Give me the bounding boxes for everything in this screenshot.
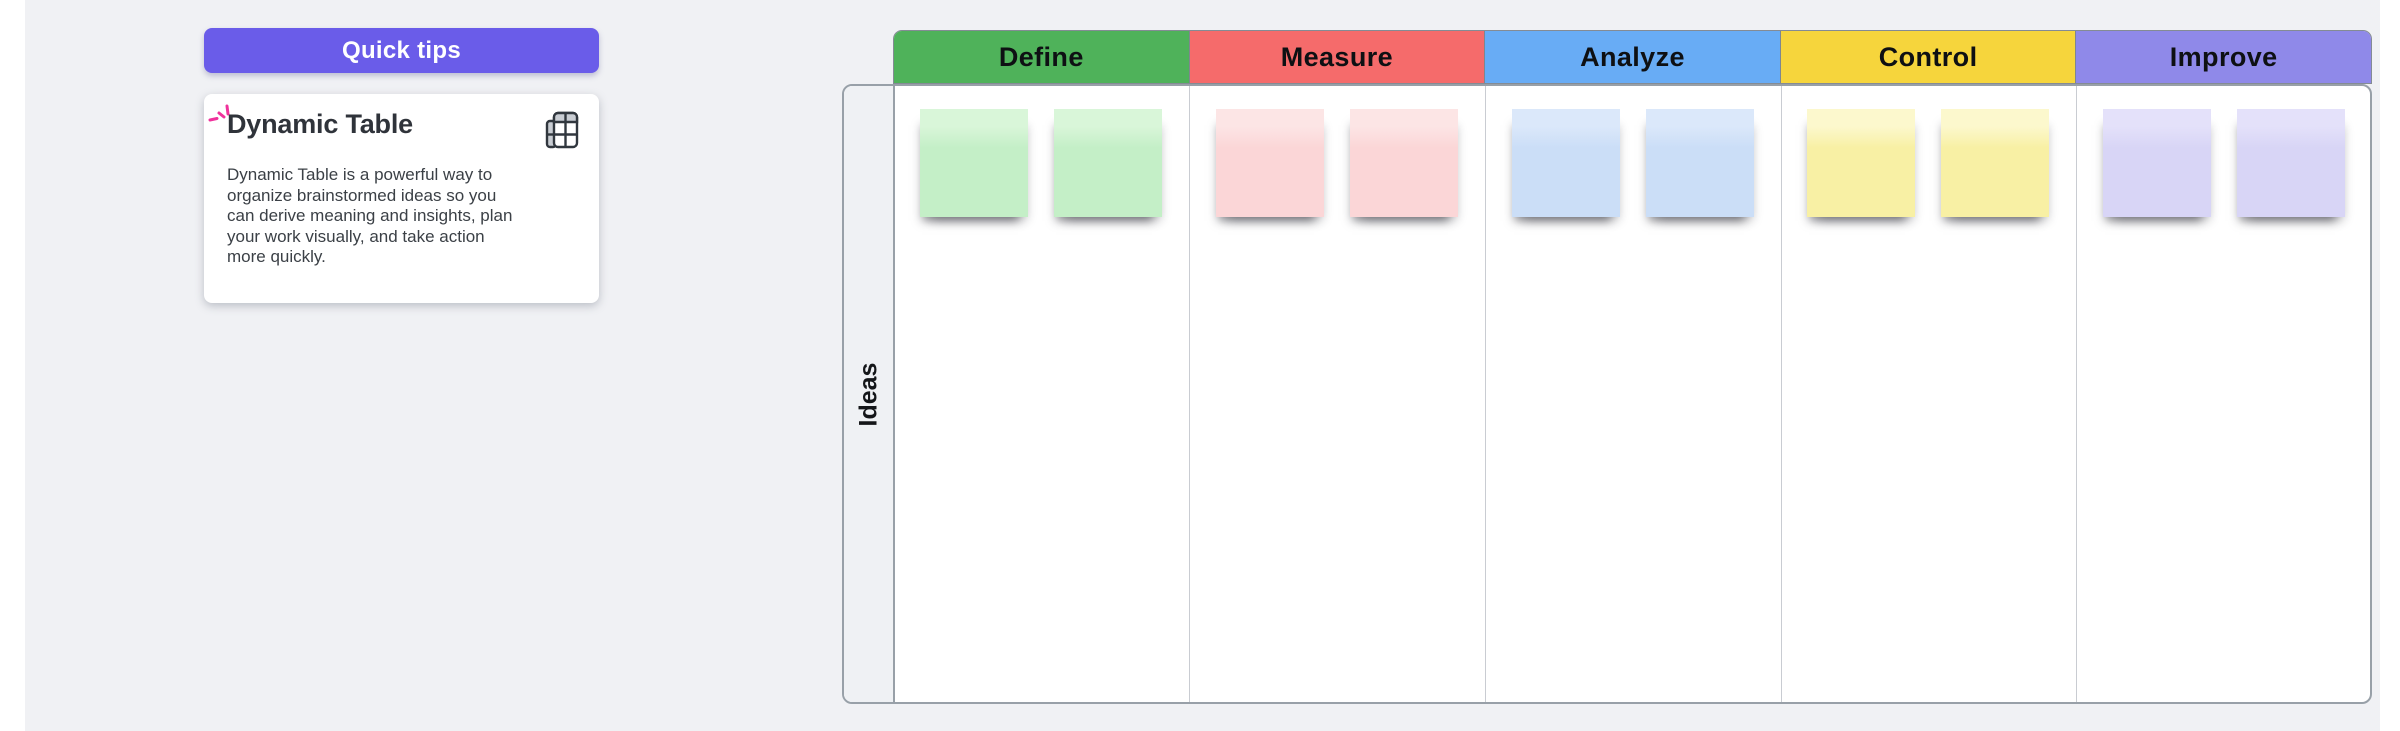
row-label-ideas[interactable]: Ideas [854, 362, 882, 426]
column-divider [1189, 86, 1190, 702]
quick-tips-label: Quick tips [341, 36, 462, 64]
column-header-control[interactable]: Control [1780, 31, 2077, 83]
sticky-note[interactable] [1054, 109, 1162, 217]
tip-card-title: Dynamic Table [227, 109, 413, 139]
table-icon [545, 111, 579, 149]
column-header-define[interactable]: Define [894, 31, 1190, 83]
quick-tips-button[interactable]: Quick tips [204, 28, 599, 73]
column-divider [1485, 86, 1486, 702]
sticky-note[interactable] [1646, 109, 1754, 217]
sticky-note[interactable] [1941, 109, 2049, 217]
dynamic-table-tip-card: Dynamic Table Dynamic Table is a powerfu… [204, 94, 599, 303]
sticky-note[interactable] [2103, 109, 2211, 217]
sparkle-icon [208, 104, 230, 122]
sticky-note[interactable] [1807, 109, 1915, 217]
sticky-note[interactable] [1216, 109, 1324, 217]
column-divider [2076, 86, 2077, 702]
column-header-improve[interactable]: Improve [2076, 31, 2371, 83]
sticky-note[interactable] [1350, 109, 1458, 217]
board-header-row: Define Measure Analyze Control Improve [893, 30, 2372, 84]
column-header-analyze[interactable]: Analyze [1485, 31, 1781, 83]
row-header-ideas: Ideas [844, 86, 895, 702]
sticky-note[interactable] [2237, 109, 2345, 217]
column-divider [1781, 86, 1782, 702]
sticky-note[interactable] [920, 109, 1028, 217]
sticky-note[interactable] [1512, 109, 1620, 217]
column-header-measure[interactable]: Measure [1189, 31, 1486, 83]
tip-card-body: Dynamic Table is a powerful way to organ… [227, 165, 513, 266]
